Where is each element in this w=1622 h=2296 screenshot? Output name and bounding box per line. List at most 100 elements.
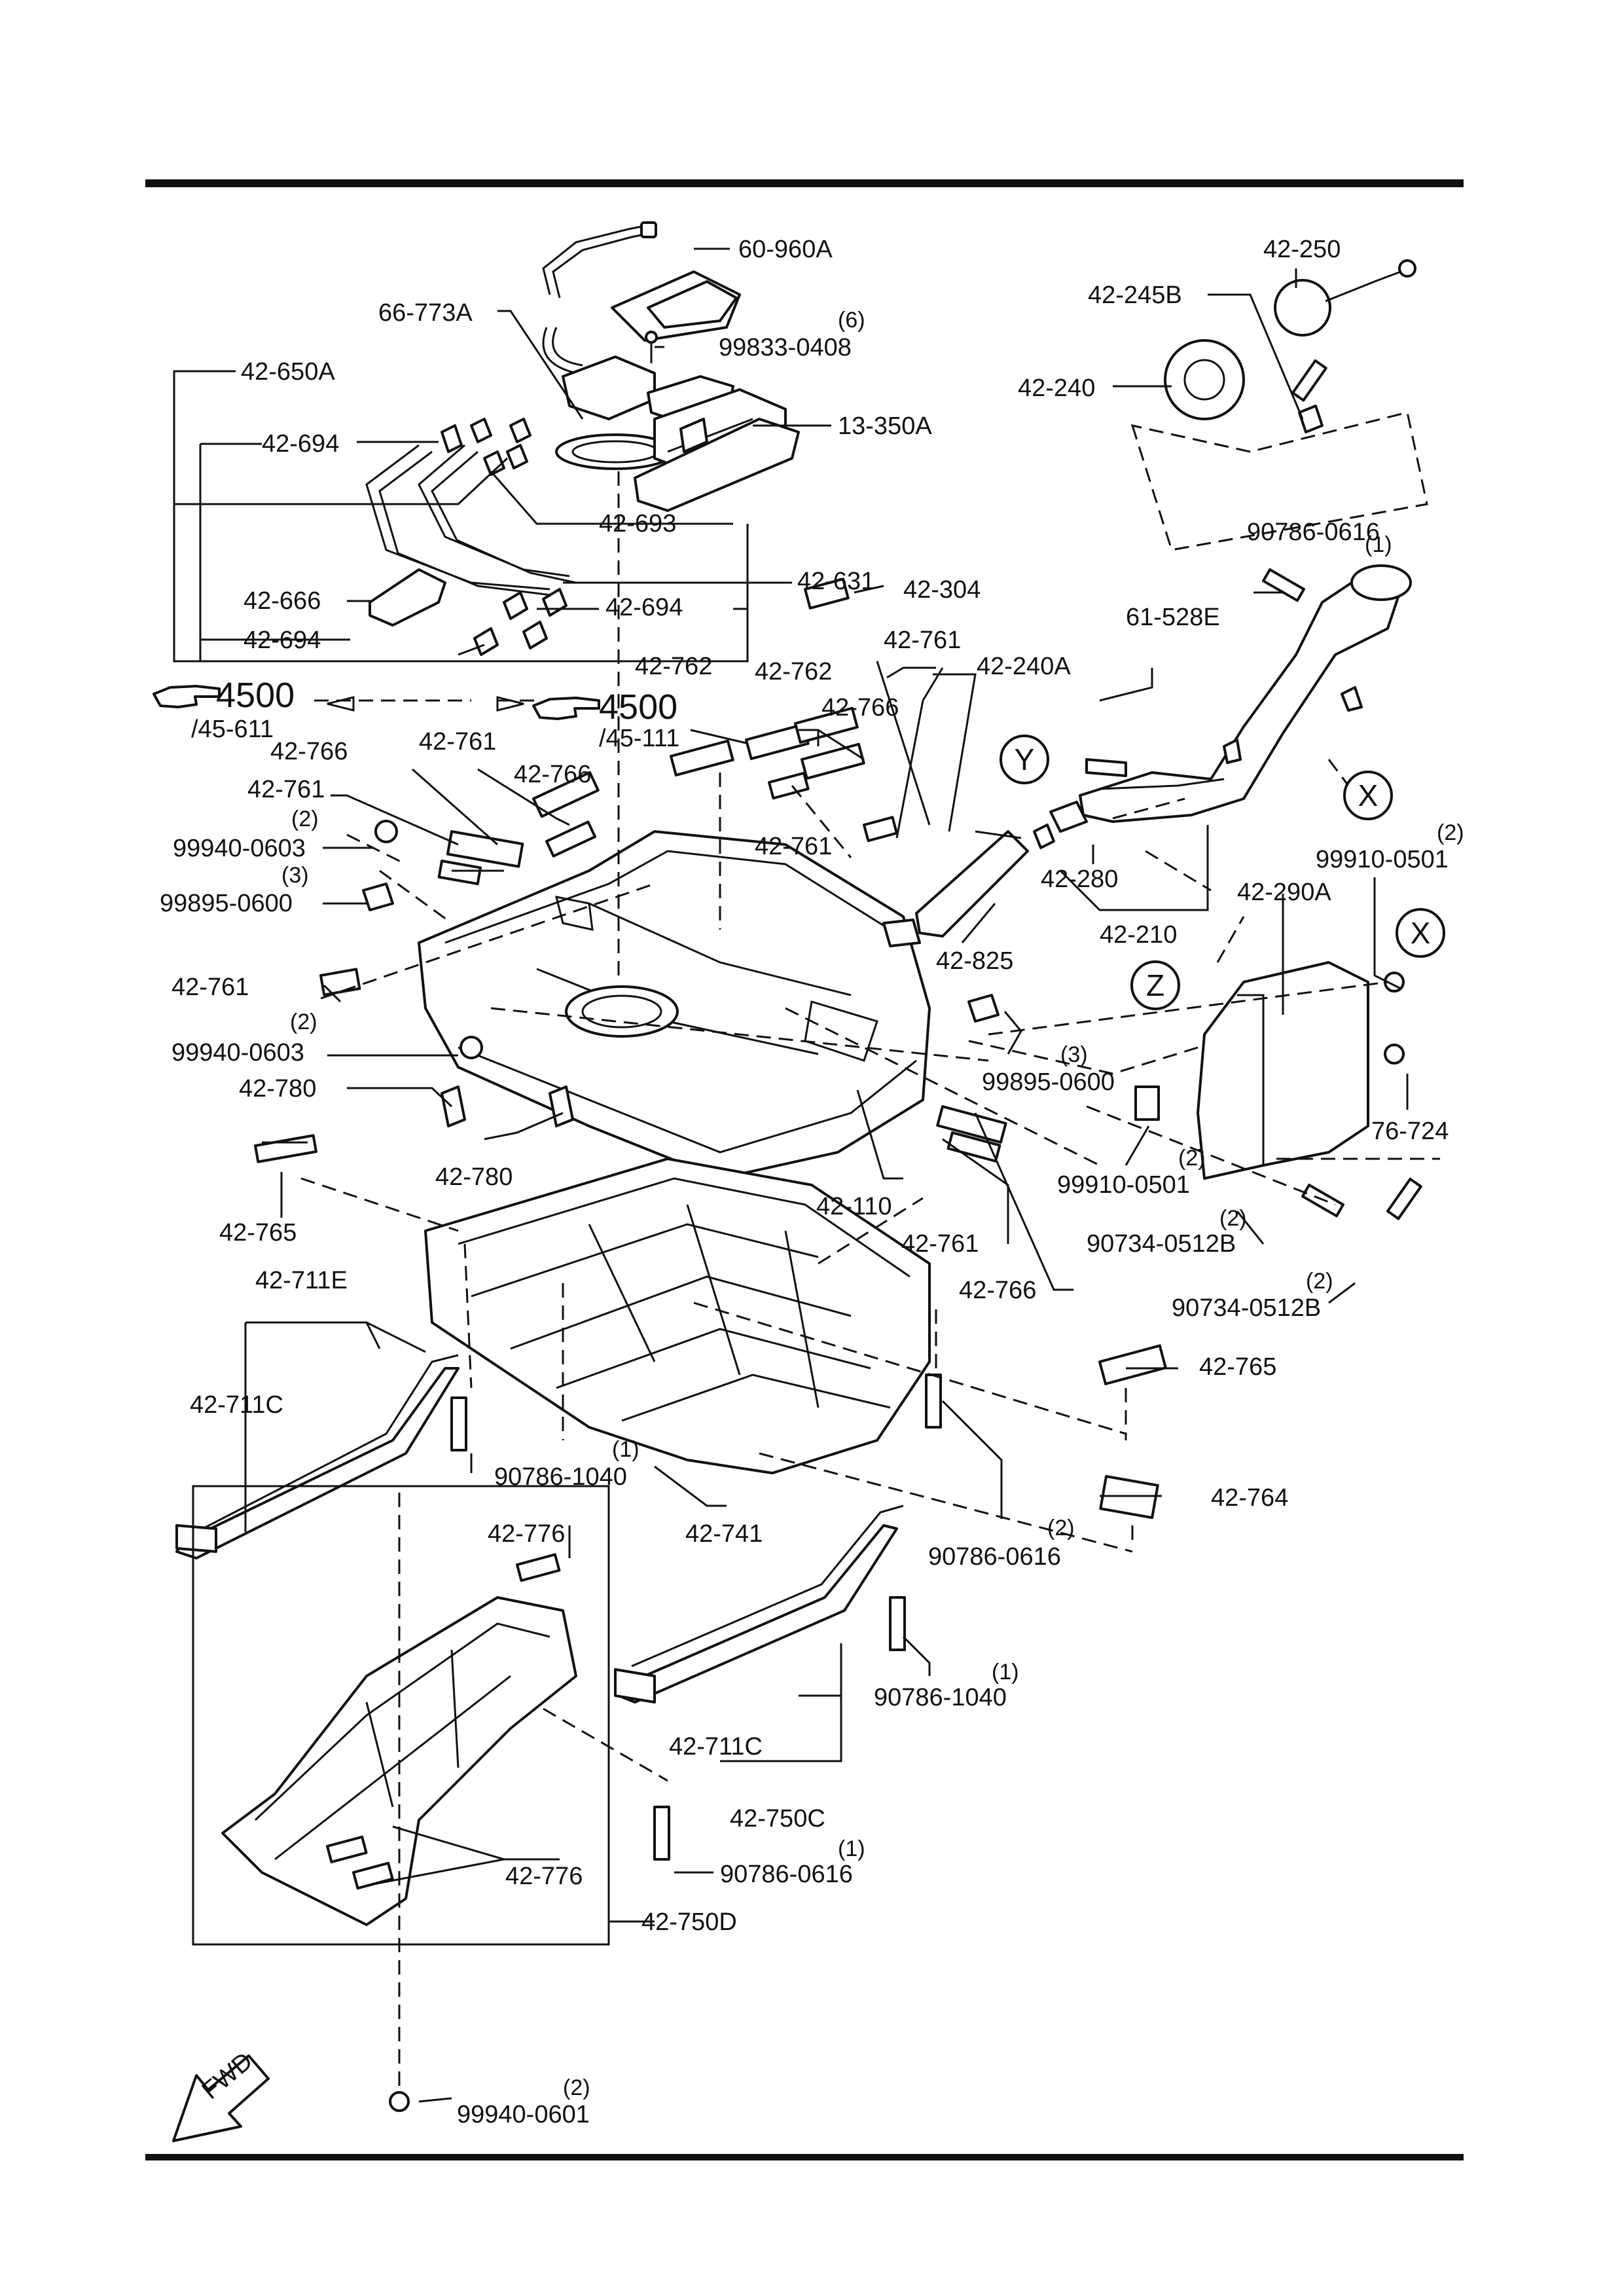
qty-90786-1040-b: (1) (992, 1660, 1019, 1685)
label-42-766-c: 42-766 (514, 761, 591, 788)
label-42-761-a: 42-761 (419, 728, 496, 756)
label-42-650A: 42-650A (241, 358, 335, 386)
label-42-110: 42-110 (816, 1193, 892, 1220)
label-42-666: 42-666 (243, 587, 321, 615)
svg-text:X: X (1411, 916, 1431, 950)
qty-99940-a: (2) (291, 807, 319, 831)
qty-90786-1040-a: (1) (612, 1437, 640, 1462)
filler-pipe (882, 564, 1412, 947)
label-99940-0603-b: 99940-0603 (171, 1039, 304, 1066)
label-42-750C: 42-750C (730, 1805, 825, 1832)
under-cover (424, 1157, 931, 1474)
label-42-240A: 42-240A (977, 653, 1071, 680)
tank-strap-left (175, 1354, 460, 1559)
label-42-304: 42-304 (903, 576, 981, 604)
label-90734-0512B-b: 90734-0512B (1172, 1294, 1321, 1322)
label-61-528E: 61-528E (1126, 604, 1220, 631)
label-42-290A: 42-290A (1237, 879, 1331, 906)
svg-text:Y: Y (1015, 742, 1035, 776)
label-90786-0616-c: 90786-0616 (1247, 519, 1380, 546)
label-42-711C-b: 42-711C (669, 1733, 763, 1760)
filler-lid (1164, 259, 1416, 433)
qty-90786-0616-c: (1) (1365, 532, 1392, 557)
label-42-766-a: 42-766 (821, 694, 899, 721)
bracket-650A (173, 370, 749, 663)
label-42-762-b: 42-762 (755, 658, 832, 685)
label-42-240: 42-240 (1018, 374, 1095, 402)
label-99895-0600-b: 99895-0600 (982, 1068, 1115, 1096)
label-13-350A: 13-350A (838, 412, 932, 440)
label-42-280: 42-280 (1041, 866, 1118, 893)
label-42-694-c: 42-694 (243, 627, 321, 654)
label-42-766-d: 42-766 (959, 1277, 1036, 1304)
label-99833-0408: 99833-0408 (719, 334, 852, 361)
label-90786-1040-b: 90786-1040 (874, 1684, 1007, 1711)
label-42-766-b: 42-766 (270, 738, 348, 765)
svg-text:Z: Z (1146, 968, 1164, 1002)
label-42-761-c: 42-761 (755, 833, 832, 860)
fuel-pump-assembly (542, 221, 800, 512)
label-76-724: 76-724 (1371, 1118, 1449, 1145)
label-42-693: 42-693 (599, 510, 676, 538)
bottom-rule (145, 2154, 1464, 2160)
label-42-780-a: 42-780 (239, 1075, 316, 1102)
leader-lines (244, 247, 1409, 2103)
qty-99910-c: (2) (1437, 820, 1464, 845)
label-90734-0512B-a: 90734-0512B (1087, 1230, 1236, 1258)
pointing-hand-icon (532, 697, 600, 720)
top-rule (145, 179, 1464, 187)
tank-strap-right (614, 1504, 904, 1704)
qty-99910-a: (3) (1060, 1042, 1088, 1067)
foam-pads (254, 577, 1167, 1890)
label-99910-0501-a: 99910-0501 (1057, 1171, 1190, 1199)
qty-99833: (6) (838, 308, 865, 333)
nuts-clips (362, 820, 1000, 2112)
label-60-960A: 60-960A (738, 236, 833, 263)
qty-99940-b: (2) (290, 1010, 317, 1034)
qty-99940-0601: (2) (563, 2075, 590, 2100)
label-42-762-a: 42-762 (635, 653, 712, 680)
vent-tube-bundle (365, 418, 577, 656)
ref-mid-number: 4500 (599, 687, 677, 727)
ref-arrow-left (327, 696, 355, 712)
pointing-hand-icon (153, 685, 221, 708)
label-90786-1040-a: 90786-1040 (494, 1463, 627, 1491)
label-99940-0603-a: 99940-0603 (173, 835, 306, 862)
ref-left-sub: /45-611 (191, 716, 274, 743)
qty-90786-0616-a: (1) (838, 1836, 865, 1861)
label-42-694-a: 42-694 (262, 430, 339, 458)
ref-mid-sub: /45-111 (599, 725, 679, 752)
label-42-250: 42-250 (1263, 236, 1341, 263)
label-90786-0616-b: 90786-0616 (928, 1543, 1061, 1571)
label-42-694-b: 42-694 (605, 594, 683, 621)
qty-99910-b: (2) (1178, 1146, 1206, 1171)
label-42-210: 42-210 (1100, 921, 1177, 949)
part-labels: 60-960A 66-773A (6) 99833-0408 42-650A 4… (160, 236, 1464, 2128)
bolts (450, 359, 1422, 1861)
callout-x-lower: X (1396, 908, 1445, 958)
label-42-631: 42-631 (797, 568, 874, 595)
qty-90734-a: (2) (1219, 1206, 1247, 1231)
label-42-245B: 42-245B (1088, 282, 1182, 309)
qty-90786-0616-b: (2) (1047, 1516, 1075, 1540)
label-42-765-b: 42-765 (1199, 1353, 1276, 1381)
label-42-765-a: 42-765 (219, 1219, 297, 1247)
label-42-780-b: 42-780 (435, 1163, 513, 1191)
label-66-773A: 66-773A (378, 299, 473, 327)
label-42-711E: 42-711E (255, 1267, 348, 1294)
splash-shield (1134, 961, 1405, 1180)
label-42-761-e: 42-761 (171, 974, 249, 1001)
inset-frame-750D (192, 1485, 610, 1946)
label-42-761-b: 42-761 (247, 776, 325, 803)
label-42-741: 42-741 (685, 1520, 763, 1548)
fuel-tank (418, 830, 931, 1180)
callout-y: Y (1000, 735, 1049, 784)
alignment-lines (300, 411, 1440, 2088)
ref-left-number: 4500 (216, 676, 295, 715)
label-42-711C-a: 42-711C (190, 1391, 283, 1419)
callout-x-upper: X (1343, 771, 1393, 820)
ref-arrow-right (496, 696, 524, 712)
label-42-764: 42-764 (1211, 1484, 1288, 1512)
fwd-arrow-icon: FWD (172, 2047, 270, 2142)
